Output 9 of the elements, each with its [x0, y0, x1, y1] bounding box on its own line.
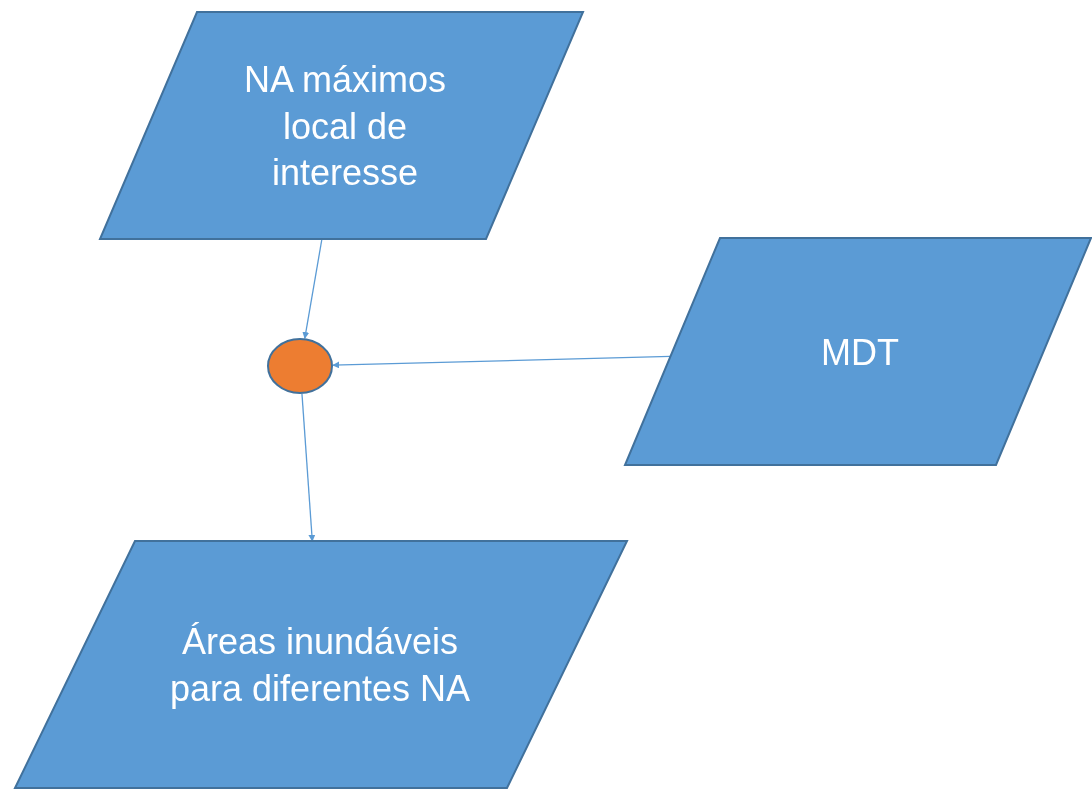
junction-circle: [267, 338, 333, 394]
node-label: NA máximos local de interesse: [242, 57, 447, 196]
output-parallelogram: [13, 540, 629, 789]
input-parallelogram: [98, 11, 585, 240]
node-label: MDT: [821, 330, 899, 375]
arrow: [301, 393, 316, 542]
arrow: [302, 238, 323, 339]
node-label: Áreas inundáveis para diferentes NA: [168, 620, 472, 711]
input-parallelogram: [623, 237, 1092, 466]
